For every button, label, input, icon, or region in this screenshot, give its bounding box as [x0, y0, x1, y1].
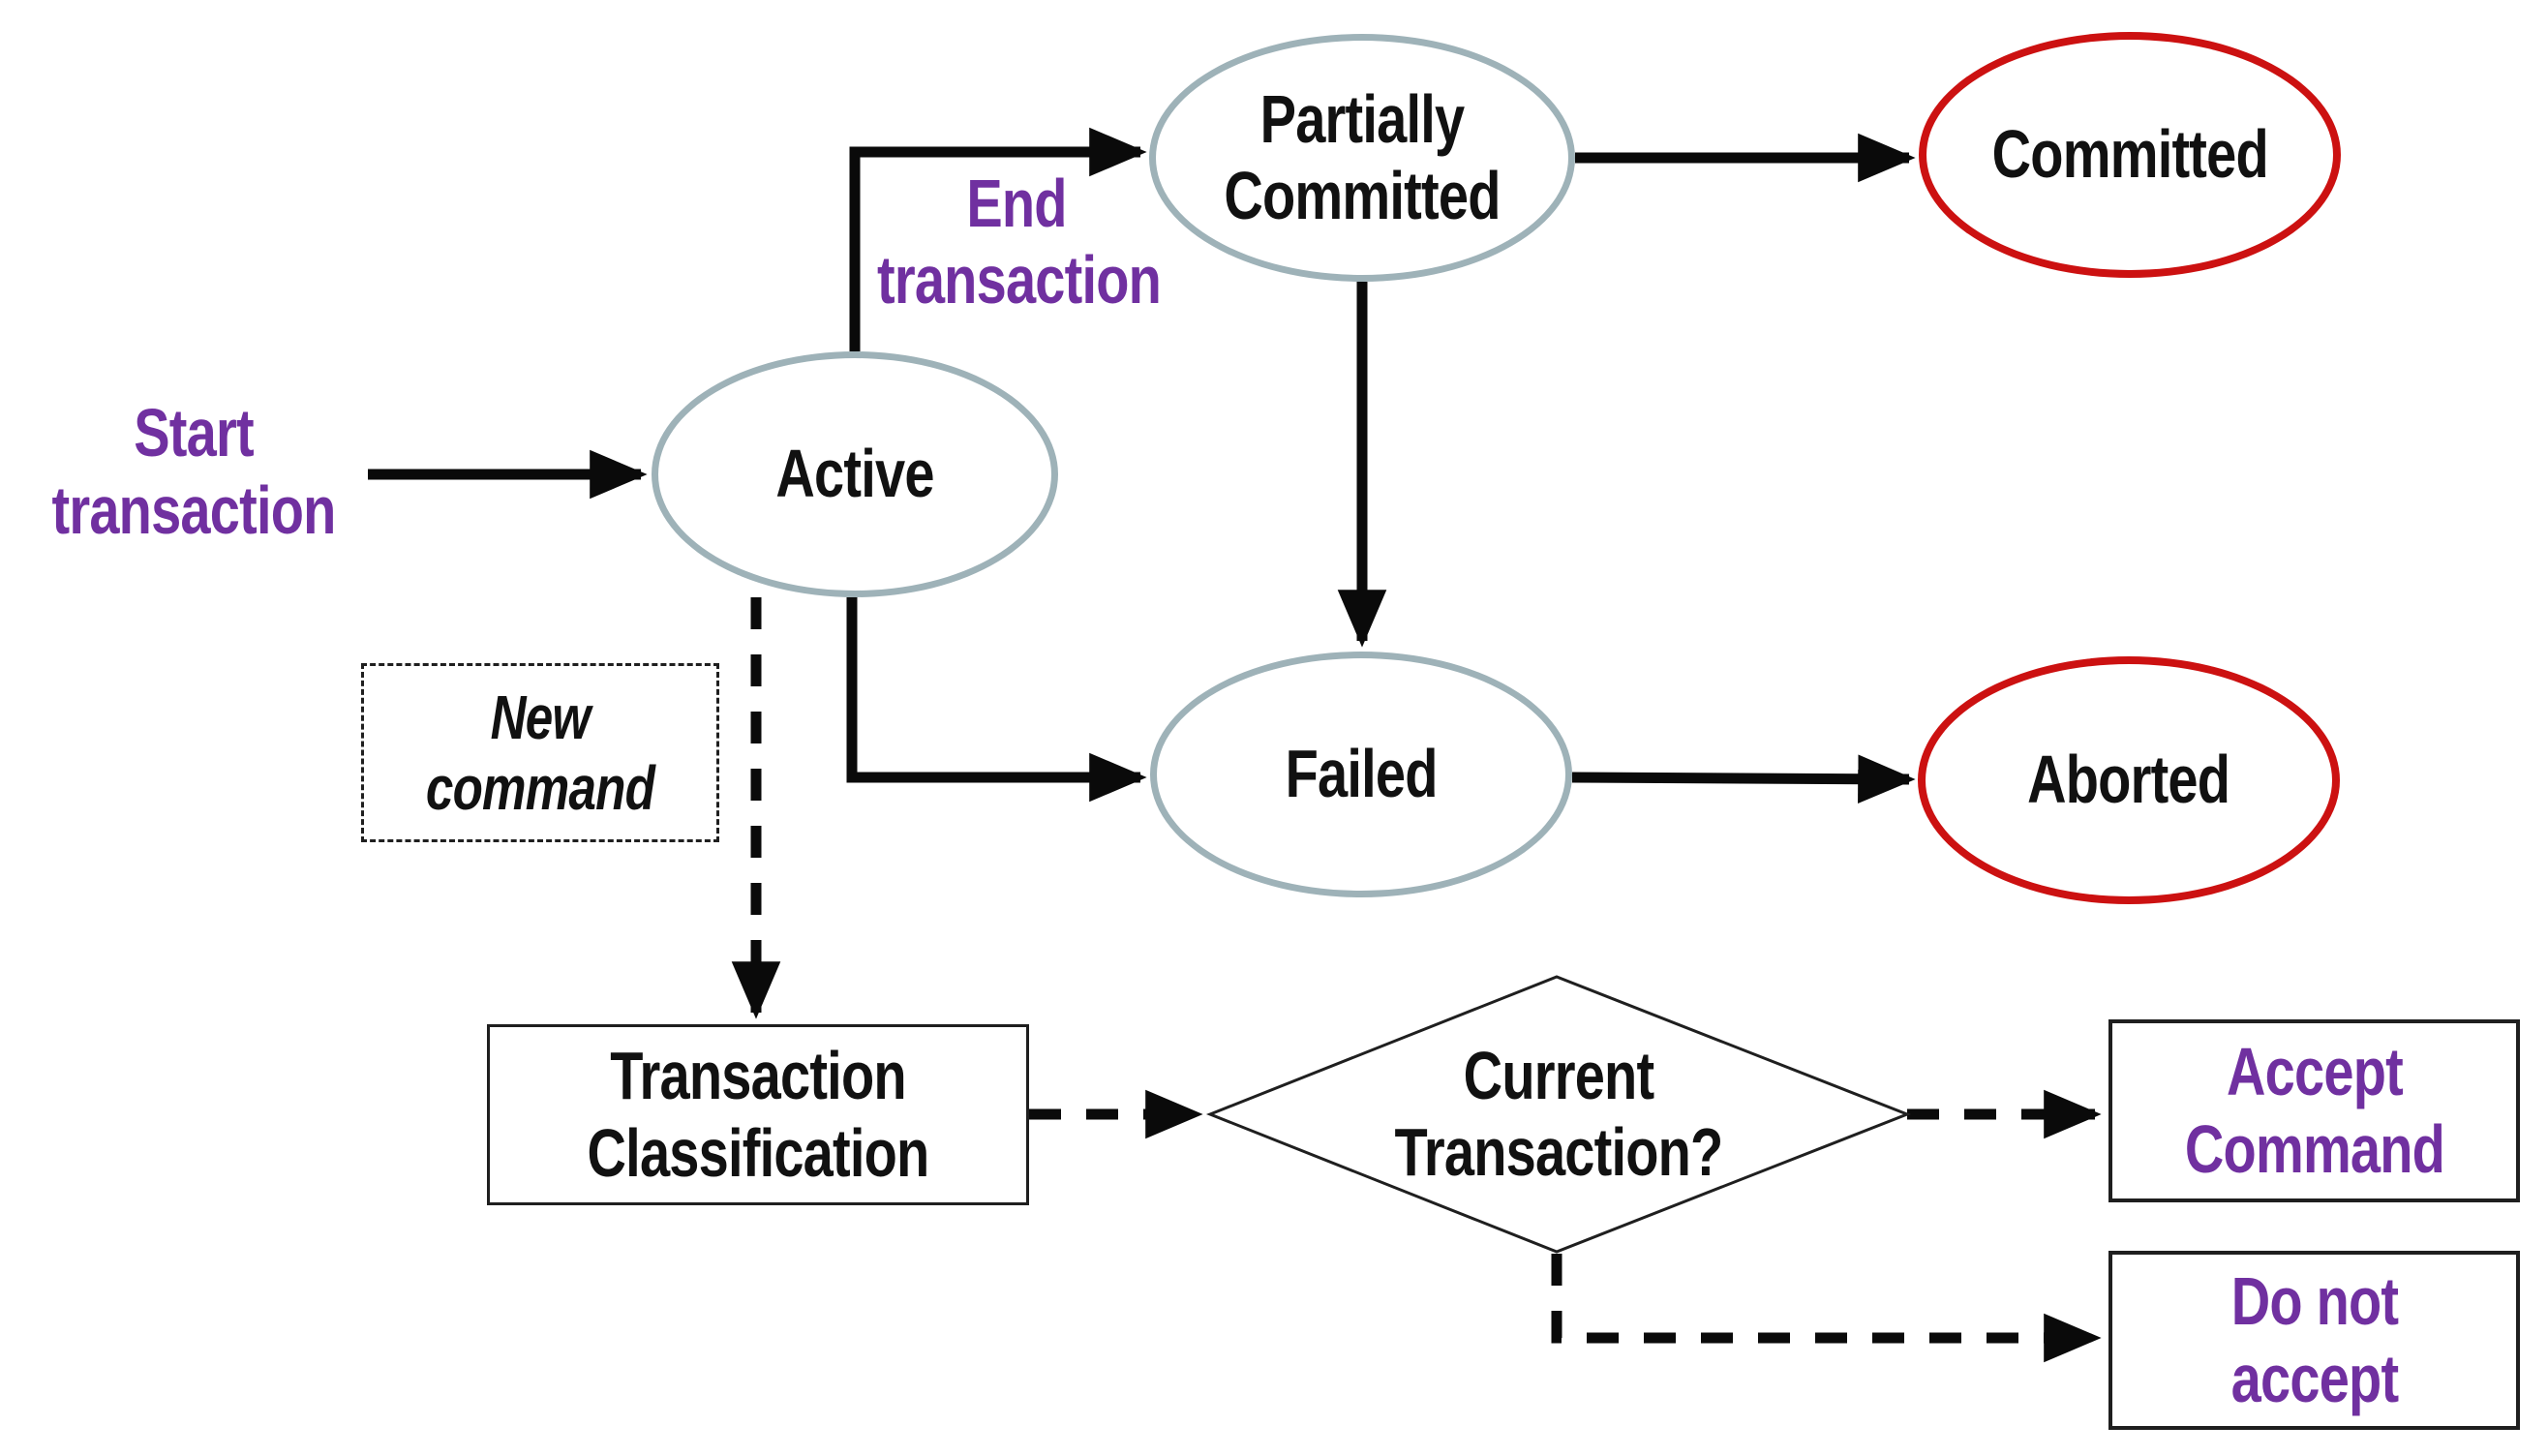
state-partially-committed-ellipse: Partially Committed: [1149, 34, 1575, 282]
arrow-active-to-failed: [846, 597, 1147, 803]
state-active-ellipse: Active: [652, 351, 1058, 597]
current-transaction-label: Current Transaction?: [1317, 1007, 1801, 1222]
arrow-active-to-partially-committed: [849, 127, 1147, 351]
current-transaction-diamond: [1205, 975, 1912, 1254]
transaction-classification-label: Transaction Classification: [587, 1038, 930, 1191]
edge-end-transaction-label: End transaction: [833, 160, 1200, 324]
accept-command-label: Accept Command: [2184, 1034, 2444, 1187]
new-command-note: New command: [361, 663, 719, 842]
state-aborted-ellipse: Aborted: [1918, 656, 2340, 904]
state-committed-ellipse: Committed: [1919, 32, 2341, 278]
edge-start-transaction-label: Start transaction: [10, 387, 378, 557]
current-transaction-text: Current Transaction?: [1394, 1037, 1724, 1190]
do-not-accept-box: Do not accept: [2108, 1251, 2520, 1430]
do-not-accept-label: Do not accept: [2230, 1263, 2398, 1416]
arrow-failed-to-aborted: [1571, 754, 1916, 804]
state-aborted-label: Aborted: [2027, 742, 2230, 818]
state-partially-committed-label: Partially Committed: [1224, 80, 1501, 233]
transaction-classification-box: Transaction Classification: [487, 1024, 1029, 1205]
state-failed-label: Failed: [1285, 736, 1438, 812]
edge-start-transaction-text: Start transaction: [51, 395, 336, 548]
state-committed-label: Committed: [1991, 116, 2268, 193]
edge-end-transaction-text: End transaction: [877, 165, 1162, 318]
accept-command-box: Accept Command: [2108, 1019, 2520, 1202]
dashed-arrow-decision-to-do-not-accept: [1551, 1254, 2102, 1363]
state-failed-ellipse: Failed: [1150, 652, 1572, 897]
new-command-text: New command: [425, 682, 655, 823]
state-active-label: Active: [775, 436, 934, 512]
